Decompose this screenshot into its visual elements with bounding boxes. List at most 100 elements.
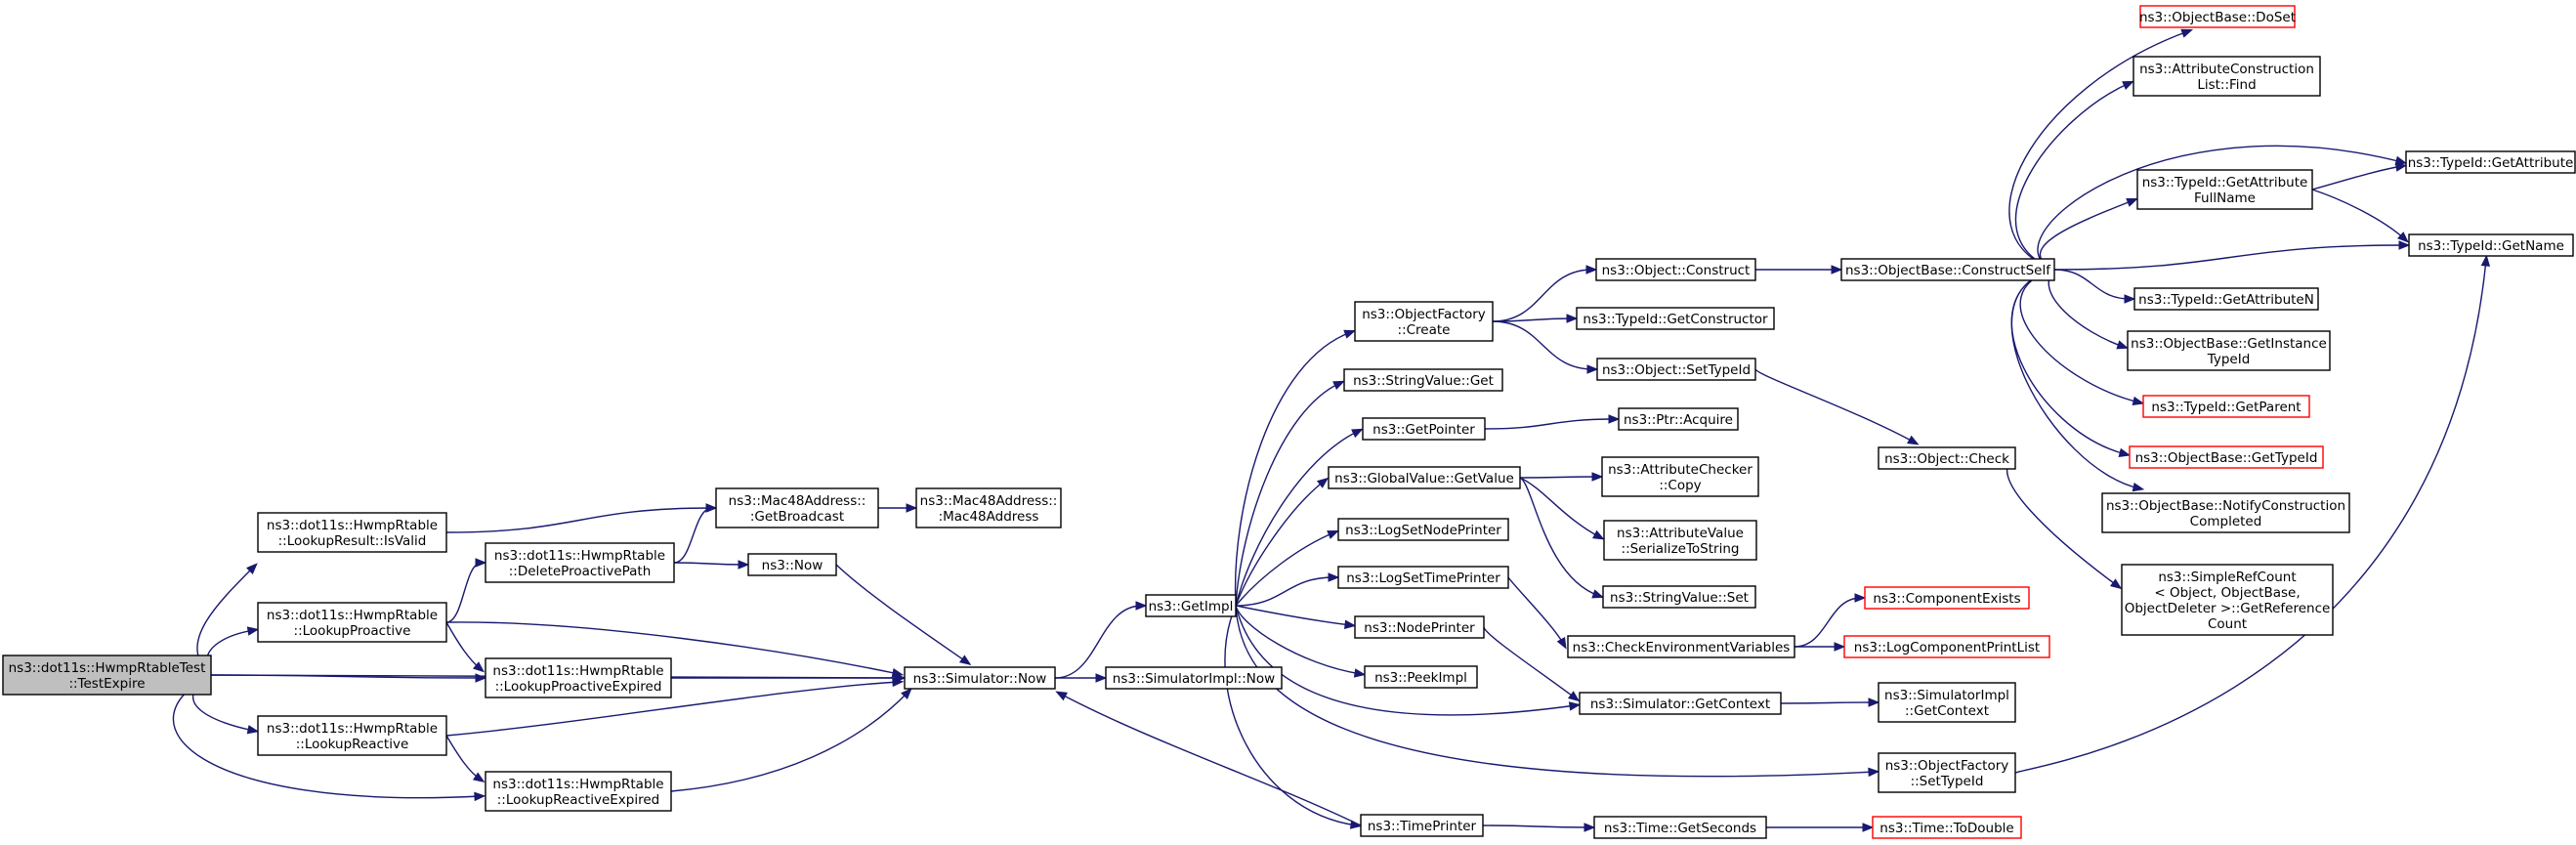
node-label: ::SerializeToString: [1622, 541, 1740, 557]
edge-arrowhead: [2180, 28, 2194, 38]
node-lookupProactive[interactable]: ns3::dot11s::HwmpRtable::LookupProactive: [257, 602, 447, 643]
node-now[interactable]: ns3::Now: [747, 553, 837, 576]
edge-arrowhead: [1332, 380, 1345, 390]
node-simulatorImplGetContext[interactable]: ns3::SimulatorImpl::GetContext: [1878, 682, 2016, 723]
node-label: ns3::GetPointer: [1372, 422, 1475, 438]
node-objectFactorySetTypeId[interactable]: ns3::ObjectFactory::SetTypeId: [1878, 752, 2016, 793]
node-lookupProactiveExpired[interactable]: ns3::dot11s::HwmpRtable::LookupProactive…: [485, 657, 672, 698]
edge-arrowhead: [1343, 619, 1357, 629]
node-typeIdGetConstructor[interactable]: ns3::TypeId::GetConstructor: [1576, 307, 1775, 330]
node-objectBaseConstructSelf[interactable]: ns3::ObjectBase::ConstructSelf: [1840, 258, 2055, 281]
edge-arrowhead: [1868, 767, 1880, 778]
node-box: [1576, 307, 1775, 330]
node-peekImpl[interactable]: ns3::PeekImpl: [1364, 665, 1478, 689]
node-stringValueGet[interactable]: ns3::StringValue::Get: [1343, 368, 1503, 392]
node-root[interactable]: ns3::dot11s::HwmpRtableTest::TestExpire: [2, 655, 212, 696]
node-attributeValueSerialize[interactable]: ns3::AttributeValue::SerializeToString: [1603, 520, 1757, 561]
edge-simulatorNow-to-getImpl: [1054, 605, 1143, 679]
node-checkEnvironmentVariables[interactable]: ns3::CheckEnvironmentVariables: [1567, 635, 1795, 658]
edge-arrowhead: [1585, 265, 1598, 275]
edge-arrowhead: [1343, 329, 1357, 339]
node-box: [1364, 665, 1478, 689]
node-box: [1105, 666, 1283, 690]
node-typeIdGetAttribute[interactable]: ns3::TypeId::GetAttribute: [2405, 150, 2576, 174]
node-box: [1579, 692, 1782, 715]
edge-arrowhead: [1907, 435, 1920, 445]
node-timePrinter[interactable]: ns3::TimePrinter: [1360, 814, 1484, 837]
node-label: ns3::Ptr::Acquire: [1624, 412, 1733, 428]
node-label: ns3::StringValue::Set: [1610, 590, 1749, 606]
node-label: ns3::Time::GetSeconds: [1604, 821, 1756, 836]
node-logSetNodePrinter[interactable]: ns3::LogSetNodePrinter: [1337, 518, 1509, 541]
node-lookupReactive[interactable]: ns3::dot11s::HwmpRtable::LookupReactive: [257, 715, 447, 756]
node-lookupReactiveExpired[interactable]: ns3::dot11s::HwmpRtable::LookupReactiveE…: [485, 771, 672, 812]
node-globalValueGetValue[interactable]: ns3::GlobalValue::GetValue: [1328, 466, 1521, 489]
node-simulatorGetContext[interactable]: ns3::Simulator::GetContext: [1579, 692, 1782, 715]
node-objectFactoryCreate[interactable]: ns3::ObjectFactory::Create: [1354, 301, 1494, 342]
node-label: ns3::dot11s::HwmpRtable: [267, 518, 438, 533]
edge-now-to-simulatorNow: [835, 564, 968, 663]
node-getPointer[interactable]: ns3::GetPointer: [1362, 417, 1486, 441]
edge-arrowhead: [2124, 294, 2136, 304]
node-label: ::DeleteProactivePath: [509, 564, 652, 579]
node-objectSetTypeId[interactable]: ns3::Object::SetTypeId: [1596, 358, 1756, 381]
node-box: [2121, 564, 2334, 636]
node-objectBaseNotifyConstructionCompleted[interactable]: ns3::ObjectBase::NotifyConstructionCompl…: [2101, 492, 2350, 533]
node-objectBaseGetTypeId[interactable]: ns3::ObjectBase::GetTypeId: [2129, 445, 2324, 469]
node-label: ns3::Simulator::Now: [913, 671, 1047, 687]
node-attributeCheckerCopy[interactable]: ns3::AttributeChecker::Copy: [1601, 456, 1759, 497]
node-getBroadcast[interactable]: ns3::Mac48Address:::GetBroadcast: [715, 487, 879, 528]
node-label: ::LookupReactive: [296, 737, 409, 752]
node-label: ::Copy: [1659, 478, 1701, 493]
node-objectCheck[interactable]: ns3::Object::Check: [1878, 446, 2016, 470]
edge-getPointer-to-ptrAcquire: [1484, 418, 1616, 430]
node-label: ns3::StringValue::Get: [1353, 373, 1494, 389]
node-typeIdGetAttributeN[interactable]: ns3::TypeId::GetAttributeN: [2133, 287, 2319, 311]
node-objectConstruct[interactable]: ns3::Object::Construct: [1595, 258, 1756, 281]
node-logSetTimePrinter[interactable]: ns3::LogSetTimePrinter: [1337, 566, 1509, 589]
node-box: [1354, 615, 1485, 639]
node-typeIdGetParent[interactable]: ns3::TypeId::GetParent: [2142, 395, 2310, 418]
node-box: [1328, 466, 1521, 489]
node-label: ns3::Object::Check: [1884, 451, 2009, 467]
edge-objectBaseConstructSelf-to-objectBaseGetInstanceTypeId: [2048, 269, 2125, 348]
edge-arrowhead: [1854, 593, 1867, 603]
node-deleteProactivePath[interactable]: ns3::dot11s::HwmpRtable::DeleteProactive…: [485, 542, 675, 583]
node-label: ns3::Time::ToDouble: [1879, 821, 2013, 836]
node-stringValueSet[interactable]: ns3::StringValue::Set: [1602, 585, 1756, 609]
edge-arrowhead: [1868, 697, 1880, 707]
node-box: [1337, 518, 1509, 541]
edge-simulatorGetContext-to-simulatorImplGetContext: [1780, 701, 1876, 704]
node-ptrAcquire[interactable]: ns3::Ptr::Acquire: [1618, 407, 1739, 431]
node-box: [2127, 330, 2331, 371]
node-simulatorNow[interactable]: ns3::Simulator::Now: [904, 666, 1056, 690]
edge-arrowhead: [2480, 254, 2491, 267]
edge-arrowhead: [894, 673, 907, 683]
edge-objectBaseConstructSelf-to-attributeConstructionListFind: [2014, 82, 2131, 271]
node-label: ns3::Now: [762, 558, 823, 573]
node-simulatorImplNow[interactable]: ns3::SimulatorImpl::Now: [1105, 666, 1283, 690]
edge-arrowhead: [1834, 642, 1846, 652]
node-typeIdGetName[interactable]: ns3::TypeId::GetName: [2408, 233, 2574, 257]
node-label: Count: [2208, 616, 2247, 632]
edge-objectBaseConstructSelf-to-typeIdGetAttribute: [2037, 145, 2403, 271]
node-label: ns3::Object::Construct: [1602, 263, 1751, 278]
edge-arrowhead: [246, 626, 260, 636]
node-timeToDouble[interactable]: ns3::Time::ToDouble: [1872, 816, 2022, 839]
edge-lookupProactive-to-simulatorNow: [445, 621, 900, 675]
node-objectBaseDoSet[interactable]: ns3::ObjectBase::DoSet: [2139, 5, 2296, 28]
node-timeGetSeconds[interactable]: ns3::Time::GetSeconds: [1593, 816, 1767, 839]
edge-objectCheck-to-simpleRefCount: [2006, 457, 2119, 587]
node-mac48Address[interactable]: ns3::Mac48Address:::Mac48Address: [915, 487, 1062, 528]
node-logComponentPrintList[interactable]: ns3::LogComponentPrintList: [1843, 635, 2050, 658]
node-label: ns3::SimpleRefCount: [2158, 570, 2296, 585]
node-nodePrinter[interactable]: ns3::NodePrinter: [1354, 615, 1485, 639]
node-getImpl[interactable]: ns3::GetImpl: [1145, 594, 1237, 617]
node-simpleRefCount[interactable]: ns3::SimpleRefCount< Object, ObjectBase,…: [2121, 564, 2334, 636]
node-lookupResultIsValid[interactable]: ns3::dot11s::HwmpRtable::LookupResult::I…: [257, 512, 447, 553]
node-componentExists[interactable]: ns3::ComponentExists: [1864, 586, 2030, 610]
node-label: ::LookupProactive: [294, 623, 411, 639]
